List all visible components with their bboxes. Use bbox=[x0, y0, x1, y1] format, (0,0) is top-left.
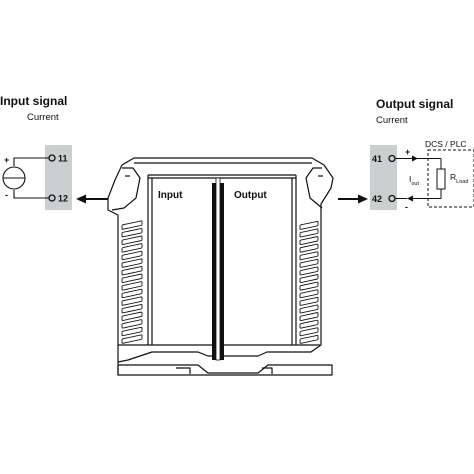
vent-slot bbox=[121, 228, 143, 238]
vent-slot bbox=[299, 236, 319, 246]
vent-slot bbox=[121, 258, 143, 268]
vent-slot bbox=[299, 258, 319, 268]
input-signal-subtitle: Current bbox=[27, 112, 59, 123]
vent-slot bbox=[299, 327, 319, 337]
vent-slot bbox=[121, 273, 143, 283]
vent-slot bbox=[121, 243, 143, 253]
r-load-label: RLoad bbox=[450, 172, 468, 185]
vent-slot bbox=[299, 296, 319, 306]
input-minus-sign: - bbox=[5, 190, 8, 200]
vents-left bbox=[121, 220, 143, 344]
vent-slot bbox=[121, 288, 143, 299]
load-resistor bbox=[436, 168, 446, 190]
output-arrow bbox=[338, 194, 368, 204]
output-minus-sign: - bbox=[405, 202, 408, 212]
vent-slot bbox=[121, 220, 143, 230]
module-input-label: Input bbox=[158, 190, 183, 201]
vent-slot bbox=[121, 326, 143, 337]
vent-slot bbox=[121, 319, 143, 329]
input-current-source bbox=[2, 157, 49, 199]
vents-right bbox=[299, 220, 319, 344]
output-signal-subtitle: Current bbox=[376, 115, 408, 126]
isolator-module bbox=[107, 157, 334, 376]
vent-slot bbox=[299, 274, 319, 284]
vent-slot bbox=[121, 281, 143, 291]
separator-left bbox=[212, 183, 216, 360]
output-signal-title: Output signal bbox=[376, 97, 453, 111]
input-arrow bbox=[76, 194, 108, 204]
vent-slot bbox=[121, 266, 143, 276]
vent-slot bbox=[299, 312, 319, 322]
vent-slot bbox=[299, 289, 319, 299]
vent-slot bbox=[121, 304, 143, 314]
module-output-label: Output bbox=[234, 190, 267, 201]
input-terminal-12-label: 12 bbox=[58, 194, 68, 204]
output-terminal-41-label: 41 bbox=[372, 154, 382, 164]
vent-slot bbox=[121, 235, 143, 245]
loop-arrow-top bbox=[412, 155, 418, 162]
vent-slot bbox=[299, 334, 319, 344]
input-signal-title: Input signal bbox=[0, 94, 67, 108]
vent-slot bbox=[121, 250, 143, 261]
vent-slot bbox=[121, 296, 143, 306]
input-terminal-11-label: 11 bbox=[58, 154, 68, 164]
vent-slot bbox=[299, 220, 319, 230]
vent-slot bbox=[299, 304, 319, 314]
vent-slot bbox=[121, 311, 143, 321]
dcs-plc-label: DCS / PLC bbox=[425, 139, 467, 149]
dcs-plc-box bbox=[427, 149, 474, 208]
separator-right bbox=[220, 183, 224, 360]
output-terminal-42-label: 42 bbox=[372, 194, 382, 204]
vent-slot bbox=[121, 334, 143, 344]
separator-gap bbox=[215, 177, 221, 361]
vent-slot bbox=[299, 228, 319, 238]
vent-slot bbox=[299, 319, 319, 329]
i-out-label: Iout bbox=[409, 174, 419, 187]
vent-slot bbox=[299, 251, 319, 261]
loop-arrow-bottom bbox=[407, 195, 413, 202]
output-loop-wiring bbox=[395, 158, 442, 199]
vent-slot bbox=[299, 266, 319, 276]
output-plus-sign: + bbox=[405, 147, 410, 157]
vent-slot bbox=[299, 281, 319, 291]
vent-slot bbox=[299, 243, 319, 253]
input-plus-sign: + bbox=[4, 155, 9, 165]
